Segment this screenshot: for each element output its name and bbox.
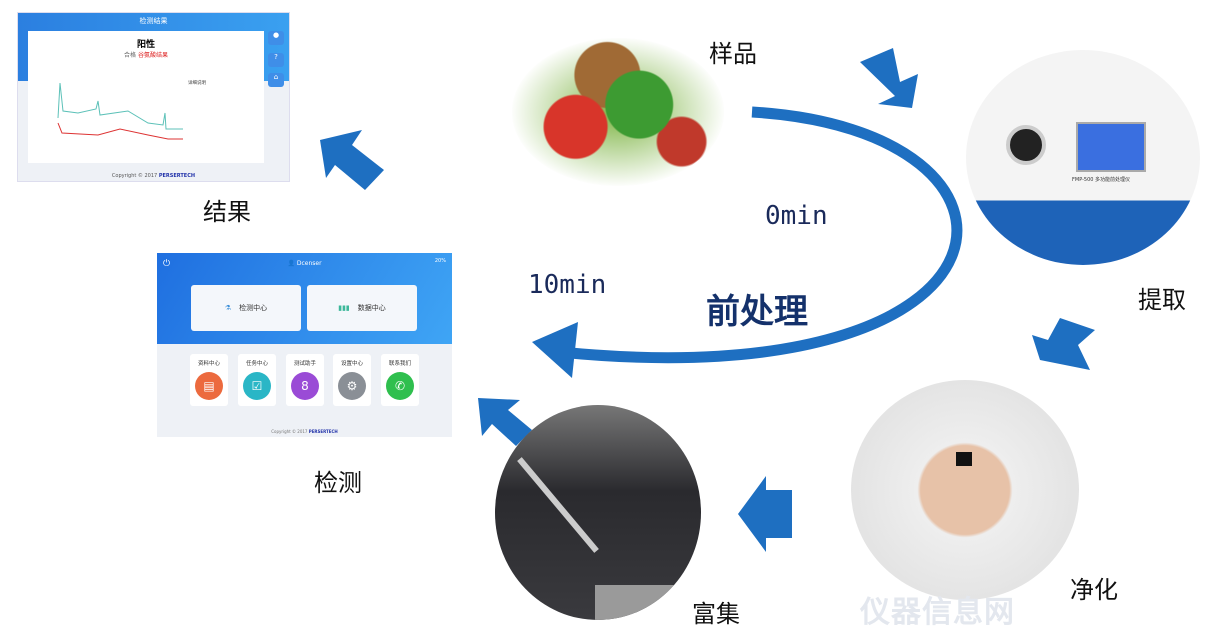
- copyright: Copyright © 2017: [271, 429, 308, 434]
- power-icon[interactable]: ⏻: [163, 259, 171, 269]
- label: 任务中心: [245, 361, 268, 367]
- arrow-enrich-to-detect: [478, 398, 532, 446]
- tab-glutamate: 谷氨酸结果: [137, 52, 168, 59]
- spectrum-chart: [57, 82, 183, 140]
- label: 联系我们: [388, 361, 411, 367]
- test-assistant-button[interactable]: 测试助手 8: [286, 354, 324, 406]
- help-icon[interactable]: ?: [268, 53, 284, 67]
- watermark: 仪器信息网: [860, 595, 1015, 630]
- purification-photo: [851, 380, 1079, 600]
- document-icon: ▤: [195, 372, 223, 400]
- process-cycle-arc: [559, 106, 963, 364]
- flask-icon: ⚗: [224, 304, 232, 312]
- step-sample: 样品: [709, 40, 757, 68]
- calendar-icon: ☑: [243, 372, 271, 400]
- user-name: Dcenser: [296, 260, 322, 267]
- brand-logo: PERSERTECH: [158, 173, 196, 179]
- result-screen: 检测结果 阳性 合格 谷氨酸结果 详细说明 ● ? ⌂ Copyright © …: [17, 12, 290, 182]
- vegetables-photo: [512, 38, 724, 186]
- arrow-extract-to-clean: [1032, 318, 1095, 370]
- data-center-button[interactable]: ▮▮▮ 数据中心: [307, 285, 417, 331]
- person-icon: 8: [291, 372, 319, 400]
- label: 设置中心: [340, 361, 363, 367]
- home-icon[interactable]: ⌂: [268, 73, 284, 87]
- result-value: 阳性: [136, 40, 155, 50]
- time-start: 0min: [765, 201, 828, 231]
- arc-arrowhead: [532, 322, 578, 378]
- task-center-button[interactable]: 任务中心 ☑: [238, 354, 276, 406]
- home-screen: ⏻ 👤 Dcenser 20% ⚗检测中心 ▮▮▮数据中心 资料中心▤ 任务中心…: [157, 253, 452, 437]
- docs-center-button[interactable]: 资料中心 ▤: [190, 354, 228, 406]
- chat-icon[interactable]: ●: [268, 31, 284, 45]
- time-end: 10min: [528, 270, 607, 300]
- step-detect: 检测: [314, 469, 362, 497]
- arrow-clean-to-enrich: [738, 476, 792, 552]
- detect-center-button[interactable]: ⚗ 检测中心: [191, 285, 301, 331]
- arrow-detect-to-result: [320, 130, 384, 190]
- phone-icon: ✆: [386, 372, 414, 400]
- enrichment-photo: [495, 405, 701, 620]
- extraction-device-photo: FMP-500 多功能前处理仪: [966, 50, 1200, 265]
- info-title: 详细说明: [188, 81, 206, 86]
- copyright: Copyright © 2017: [111, 173, 158, 179]
- battery-level: 20%: [434, 258, 446, 264]
- device-label: FMP-500 多功能前处理仪: [1072, 177, 1131, 183]
- settings-center-button[interactable]: 设置中心 ⚙: [333, 354, 371, 406]
- step-extract: 提取: [1138, 286, 1186, 314]
- label: 检测中心: [239, 304, 268, 312]
- bar-chart-icon: ▮▮▮: [338, 304, 350, 312]
- label: 数据中心: [357, 304, 386, 312]
- label: 资料中心: [197, 361, 220, 367]
- diagram-title: 前处理: [706, 292, 808, 332]
- step-purify: 净化: [1070, 576, 1118, 604]
- brand-logo: PERSERTECH: [308, 429, 338, 434]
- arrow-sample-to-extract: [860, 48, 918, 108]
- gear-icon: ⚙: [338, 372, 366, 400]
- step-enrich: 富集: [692, 600, 740, 628]
- contact-us-button[interactable]: 联系我们 ✆: [381, 354, 419, 406]
- label: 测试助手: [293, 361, 316, 367]
- result-screen-header: 检测结果: [139, 17, 168, 25]
- tab-qualified: 合格: [124, 52, 137, 59]
- step-result: 结果: [203, 198, 251, 226]
